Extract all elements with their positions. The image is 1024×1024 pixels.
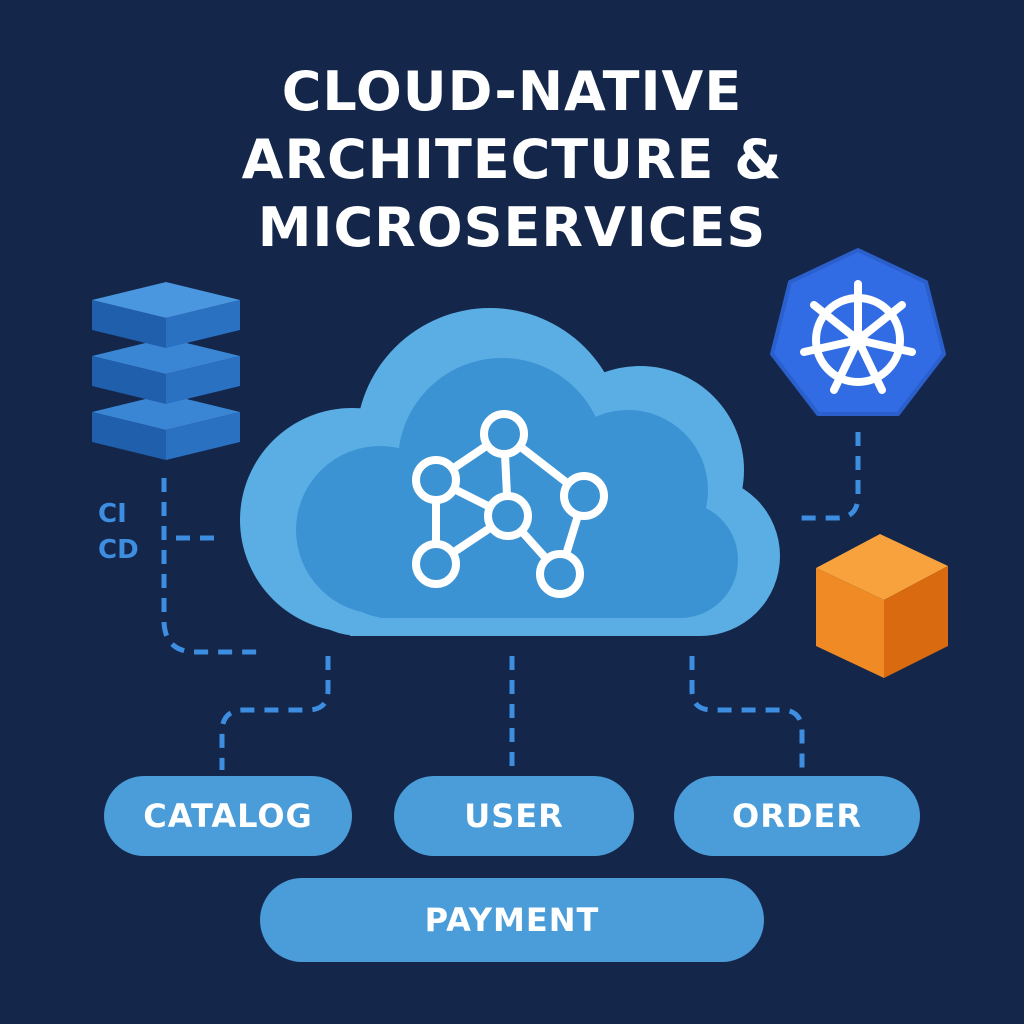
payment-service: PAYMENT — [260, 878, 764, 962]
title-line-1: CLOUD-NATIVE — [281, 60, 743, 123]
order-service: ORDER — [674, 776, 920, 856]
ci-label: CI — [98, 499, 127, 529]
catalog-service: CATALOG — [104, 776, 352, 856]
network-graph-icon — [412, 410, 608, 598]
connectors — [161, 432, 861, 770]
connector-cloud-to-order — [689, 656, 805, 770]
connector-cloud-to-catalog — [219, 656, 331, 770]
title-line-2: ARCHITECTURE & — [241, 128, 783, 191]
title-line-3: MICROSERVICES — [257, 196, 767, 259]
cloud-shape — [240, 308, 780, 636]
page-title: CLOUD-NATIVE ARCHITECTURE & MICROSERVICE… — [0, 58, 1024, 262]
database-stack-icon — [92, 282, 240, 460]
cd-label: CD — [98, 535, 139, 565]
connector-db-to-cloud — [161, 478, 262, 655]
container-box-icon — [816, 534, 948, 678]
connector-k8s-to-cloud — [796, 432, 861, 521]
cicd-label: CI CD — [98, 496, 139, 568]
user-service: USER — [394, 776, 634, 856]
kubernetes-helm-icon — [770, 248, 946, 416]
